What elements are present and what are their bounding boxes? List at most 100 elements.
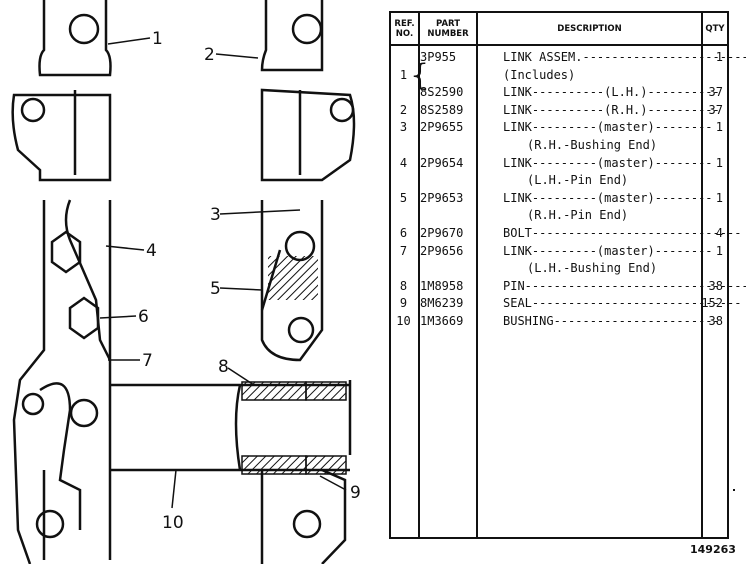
cell-qty: 38 <box>708 314 723 328</box>
left-pin-bottom <box>69 398 99 428</box>
cell-qty: 1 <box>715 243 723 258</box>
table-row: 8S2590 LINK----------(L.H.)----------37 <box>391 84 727 101</box>
table-row: 8 1M8958 PIN------------------------------… <box>391 278 746 295</box>
right-link-upper <box>260 0 324 72</box>
cell-qty: 1 <box>715 190 723 205</box>
cell-description: PIN------------------------------- <box>503 278 746 293</box>
cell-description: LINK---------(master)-------- <box>503 243 713 258</box>
callout-10: 10 <box>162 513 184 533</box>
table-row: 3 2P9655 LINK---------(master)--------1 <box>391 119 727 136</box>
bolt-head-lower <box>68 296 100 340</box>
header-ref-line2: NO. <box>395 28 414 39</box>
cell-ref: 4 <box>399 155 408 170</box>
right-pin-middle <box>329 97 355 123</box>
cell-description: LINK----------(L.H.)---------- <box>503 85 720 100</box>
seal-bottom <box>305 455 347 475</box>
cell-ref: 8 <box>399 278 408 293</box>
left-pin-middle <box>20 97 46 123</box>
left-link-mid <box>11 93 112 182</box>
table-row: (L.H.-Pin End) <box>391 172 727 189</box>
cell-qty: 1 <box>715 155 723 170</box>
cell-description: (L.H.-Pin End) <box>527 173 629 188</box>
callout-8: 8 <box>218 357 229 377</box>
table-row: (R.H.-Bushing End) <box>391 137 727 154</box>
cell-description: (Includes) <box>503 67 576 82</box>
cell-qty: 37 <box>708 102 723 117</box>
cell-part-number: 2P9653 <box>420 190 464 205</box>
right-pin-bottom <box>292 509 322 539</box>
callout-4: 4 <box>146 241 157 261</box>
cell-description: SEAL----------------------------- <box>503 296 742 311</box>
cell-ref: 7 <box>399 243 408 258</box>
header-part-line2: NUMBER <box>427 28 469 39</box>
right-pin-small <box>287 316 315 344</box>
table-row: 6 2P9670 BOLT-----------------------------… <box>391 225 742 242</box>
left-pin-small <box>21 392 45 416</box>
seal-top <box>305 381 347 401</box>
cell-part-number: 1M3669 <box>420 314 464 328</box>
cell-ref: 3 <box>399 120 408 135</box>
table-row: 9 8M6239 SEAL-----------------------------… <box>391 295 742 312</box>
col-divider-3 <box>701 13 703 537</box>
cell-qty: 37 <box>708 85 723 100</box>
cell-part-number: 2P9670 <box>420 226 464 240</box>
header-description-text: DESCRIPTION <box>557 23 622 34</box>
left-link-upper <box>38 0 112 77</box>
callout-9: 9 <box>350 483 361 503</box>
table-row: 10 1M3669 BUSHING-----------------------38 <box>391 313 727 330</box>
callout-5: 5 <box>210 279 221 299</box>
left-pin-lowest <box>35 509 65 539</box>
cell-ref: 6 <box>399 226 408 240</box>
cell-description: BOLT----------------------------- <box>503 226 742 240</box>
margin-dot <box>733 489 735 491</box>
table-row: (R.H.-Pin End) <box>391 207 727 224</box>
cell-part-number: 1M8958 <box>420 278 464 293</box>
cell-ref: 2 <box>399 102 408 117</box>
cell-ref: 1 <box>399 67 408 82</box>
header-ref-line1: REF. <box>394 18 415 29</box>
cell-description: (L.H.-Bushing End) <box>527 261 658 276</box>
cell-qty: 1 <box>715 120 723 135</box>
cell-description: BUSHING----------------------- <box>503 314 720 328</box>
header-ref-no: REF.NO. <box>391 13 418 46</box>
right-pin-top <box>291 13 323 45</box>
callout-2: 2 <box>204 45 215 65</box>
callout-1: 1 <box>152 29 163 49</box>
cell-description: (R.H.-Pin End) <box>527 208 629 223</box>
callout-7: 7 <box>142 351 153 371</box>
cell-part-number: 2P9654 <box>420 155 464 170</box>
right-pin-lower <box>284 230 316 262</box>
cell-description: LINK---------(master)-------- <box>503 155 713 170</box>
cell-ref: 10 <box>396 314 411 328</box>
cell-ref: 9 <box>399 296 408 311</box>
cell-part-number: 8S2589 <box>420 102 464 117</box>
col-divider-2 <box>476 13 478 537</box>
cell-description: LINK---------(master)-------- <box>503 120 713 135</box>
image-number: 149263 <box>690 543 736 556</box>
cell-part-number: 2P9656 <box>420 243 464 258</box>
bolt-head-upper <box>50 230 82 274</box>
cell-part-number: 8S2590 <box>420 85 464 100</box>
pin-section-top <box>241 381 307 401</box>
table-row: 7 2P9656 LINK---------(master)--------1 <box>391 243 727 260</box>
pin-section-bottom <box>241 455 307 475</box>
header-part-line1: PART <box>436 18 460 29</box>
cell-ref: 5 <box>399 190 408 205</box>
cell-description: (R.H.-Bushing End) <box>527 138 658 152</box>
cell-qty: 4 <box>715 226 723 240</box>
table-row: 4 2P9654 LINK---------(master)--------1 <box>391 155 727 172</box>
callout-3: 3 <box>210 205 221 225</box>
cell-qty: 152 <box>701 296 723 311</box>
left-pin-top <box>68 13 100 45</box>
col-divider-1 <box>418 13 420 537</box>
cell-qty: 38 <box>708 278 723 293</box>
cell-part-number: 2P9655 <box>420 120 464 135</box>
header-description: DESCRIPTION <box>478 13 701 46</box>
cell-description: LINK ASSEM.----------------------- <box>503 50 746 64</box>
track-link-illustration: 1 2 3 4 5 6 7 8 9 10 <box>11 0 361 564</box>
cell-part-number: 8M6239 <box>420 296 464 311</box>
